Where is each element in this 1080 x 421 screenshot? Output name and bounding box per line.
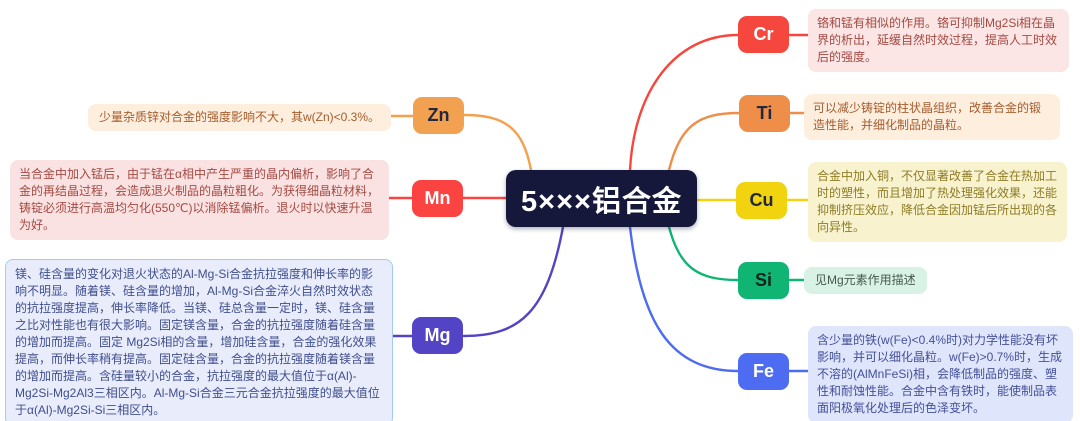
branch-label-mn: Mn	[424, 188, 451, 208]
branch-node-mg[interactable]: Mg	[412, 317, 463, 354]
branch-label-si: Si	[754, 270, 772, 290]
branch-node-si[interactable]: Si	[738, 262, 789, 299]
branch-note-cr[interactable]: 铬和锰有相似的作用。铬可抑制Mg2Si相在晶界的析出，延缓自然时效过程，提高人工…	[808, 9, 1069, 73]
branch-note-mg[interactable]: 镁、硅含量的变化对退火状态的Al-Mg-Si合金抗拉强度和伸长率的影响不明显。随…	[5, 259, 393, 421]
branch-label-cr: Cr	[753, 24, 774, 44]
branch-note-ti[interactable]: 可以减少铸锭的柱状晶组织，改善合金的锻造性能，并细化制品的晶粒。	[804, 94, 1060, 141]
branch-node-zn[interactable]: Zn	[413, 97, 464, 134]
connector-cr	[628, 33, 814, 172]
root-topic-label: 5×××铝合金	[521, 185, 682, 218]
branch-node-cr[interactable]: Cr	[738, 16, 789, 53]
branch-note-si[interactable]: 见Mg元素作用描述	[804, 267, 927, 295]
branch-note-zn[interactable]: 少量杂质锌对合金的强度影响不大，其w(Zn)<0.3%。	[88, 104, 392, 132]
connector-fe	[628, 225, 814, 373]
branch-note-fe[interactable]: 含少量的铁(w(Fe)<0.4%时)对力学性能没有坏影响，并可以细化晶粒。w(F…	[808, 326, 1073, 421]
branch-label-ti: Ti	[756, 103, 773, 123]
branch-label-fe: Fe	[752, 361, 774, 381]
branch-node-mn[interactable]: Mn	[412, 180, 463, 217]
branch-node-cu[interactable]: Cu	[736, 182, 787, 219]
branch-node-ti[interactable]: Ti	[739, 95, 790, 132]
connector-mg	[384, 225, 565, 338]
branch-label-mg: Mg	[424, 325, 451, 345]
branch-note-cu[interactable]: 合金中加入铜，不仅显著改善了合金在热加工时的塑性，而且增加了热处理强化效果，还能…	[808, 162, 1067, 243]
branch-label-zn: Zn	[427, 105, 450, 125]
branch-node-fe[interactable]: Fe	[738, 353, 789, 390]
root-topic-node[interactable]: 5×××铝合金	[506, 170, 697, 227]
branch-note-mn[interactable]: 当合金中加入锰后，由于锰在α相中产生严重的晶内偏析，影响了合金的再结晶过程，会造…	[10, 160, 389, 241]
branch-label-cu: Cu	[749, 190, 774, 210]
